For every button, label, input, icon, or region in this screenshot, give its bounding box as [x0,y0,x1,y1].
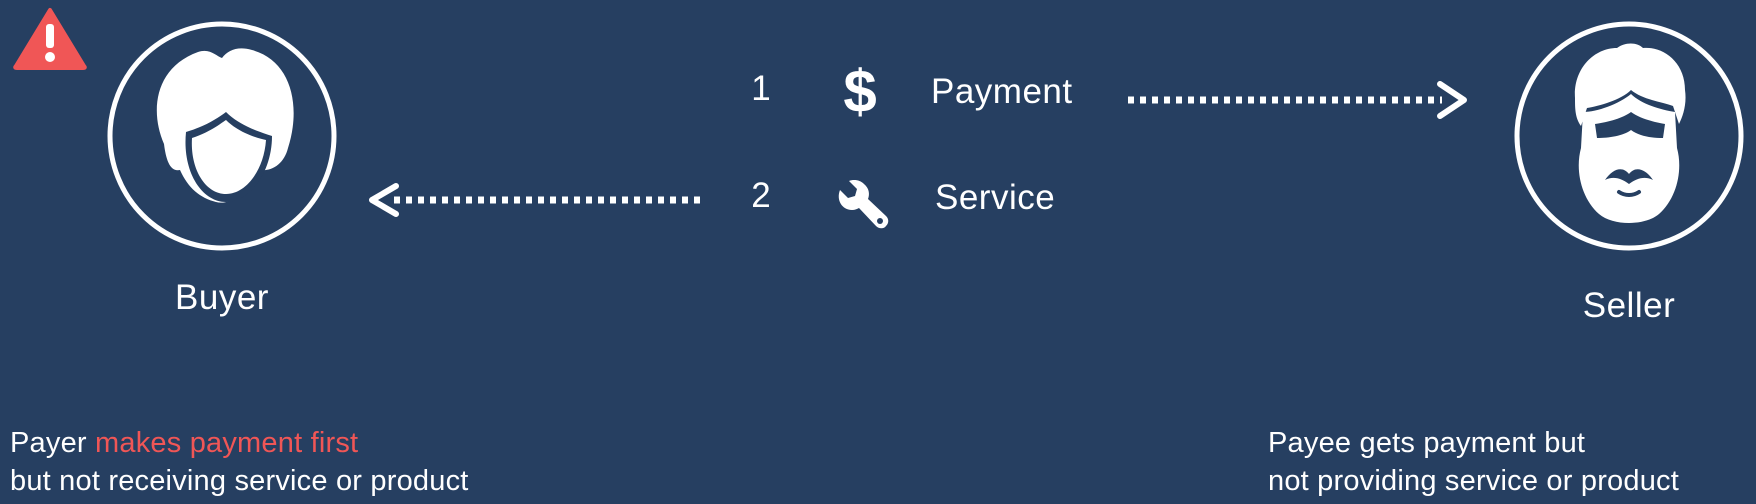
step-2-label: Service [935,178,1056,217]
warning-triangle-icon [13,8,87,70]
buyer-note-highlight: makes payment first [95,427,359,459]
wrench-icon [838,180,889,229]
step-1-number: 1 [751,69,771,108]
service-arrow-icon [369,183,706,217]
buyer-label: Buyer [175,278,269,317]
seller-note-line-2: not providing service or product [1268,465,1679,497]
buyer-note-line-2: but not receiving service or product [10,465,469,497]
buyer-note-lead: Payer [10,427,87,459]
dollar-icon: $ [843,58,876,122]
step-1-label: Payment [931,72,1073,111]
svg-text:$: $ [843,58,876,122]
seller-label: Seller [1582,286,1676,325]
step-2-number: 2 [751,176,771,215]
seller-note-line-1: Payee gets payment but [1268,427,1586,459]
buyer-risk-note: Payer makes payment first but not receiv… [10,424,469,500]
payment-arrow-icon [1128,81,1467,119]
seller-risk-note: Payee gets payment but not providing ser… [1268,424,1679,500]
buyer-note-line-1: Payer makes payment first [10,424,469,462]
woman-avatar-icon [107,21,337,251]
bearded-man-avatar-icon [1514,21,1744,251]
